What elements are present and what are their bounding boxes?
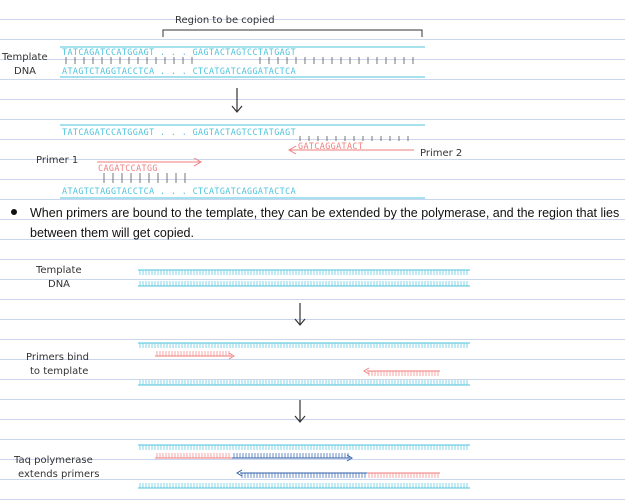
bullet-text: When primers are bound to the template, … <box>30 206 620 240</box>
template-strand-upper <box>138 444 470 450</box>
region-label: Region to be copied <box>175 15 275 26</box>
template-dna-label-line2: DNA <box>14 66 37 77</box>
primer1-extension <box>232 453 350 459</box>
down-arrow-icon <box>294 400 306 423</box>
primer2-bound <box>367 370 440 376</box>
primer1-sequence: CAGATCCATGG <box>98 163 158 173</box>
template-top-strand: TATCAGATCCATGGAGT . . . GAGTACTAGTCCTATG… <box>62 47 297 57</box>
template-strand-lower <box>138 281 470 287</box>
region-bracket <box>162 29 423 37</box>
template-dna-label-line1: Template <box>2 52 48 63</box>
primer2-label: Primer 2 <box>420 148 463 159</box>
template-strand-lower <box>138 380 470 386</box>
primer1-arrowhead <box>193 157 203 167</box>
step1-label-line1: Template <box>36 265 82 276</box>
primer1-bound <box>155 351 232 357</box>
step3-label-line2: extends primers <box>18 469 100 480</box>
down-arrow-icon <box>231 88 243 113</box>
step3-label-line1: Taq polymerase <box>14 455 93 466</box>
step1-label-line2: DNA <box>48 279 71 290</box>
primer1-arrowhead <box>228 352 235 360</box>
primer2-arrowhead <box>287 145 297 155</box>
primer2-extension <box>240 472 367 478</box>
top-template-ticks <box>65 57 414 64</box>
bullet-point <box>11 209 17 215</box>
template-strand-upper <box>138 269 470 275</box>
mid-template-ticks-left <box>103 173 186 183</box>
template-bottom-strand: ATAGTCTAGGTACCTCA . . . CTCATGATCAGGATAC… <box>62 66 297 76</box>
primer1-label: Primer 1 <box>36 155 79 166</box>
down-arrow-icon <box>294 303 306 326</box>
template-top-strand-2: TATCAGATCCATGGAGT . . . GAGTACTAGTCCTATG… <box>62 127 297 137</box>
template-bottom-strand-2: ATAGTCTAGGTACCTCA . . . CTCATGATCAGGATAC… <box>62 186 297 196</box>
template-strand-lower <box>138 483 470 489</box>
primer2-sequence: GATCAGGATACT <box>298 141 364 151</box>
step2-label-line2: to template <box>30 366 89 377</box>
extension1-arrowhead <box>346 454 353 462</box>
mid-template-ticks-right <box>299 136 409 141</box>
extension2-arrowhead <box>236 469 243 477</box>
step2-label-line1: Primers bind <box>26 352 89 363</box>
primer2-bound <box>367 472 440 478</box>
template-strand-upper <box>138 342 470 348</box>
primer2-arrowhead <box>363 367 370 375</box>
primer1-bound <box>155 453 232 459</box>
